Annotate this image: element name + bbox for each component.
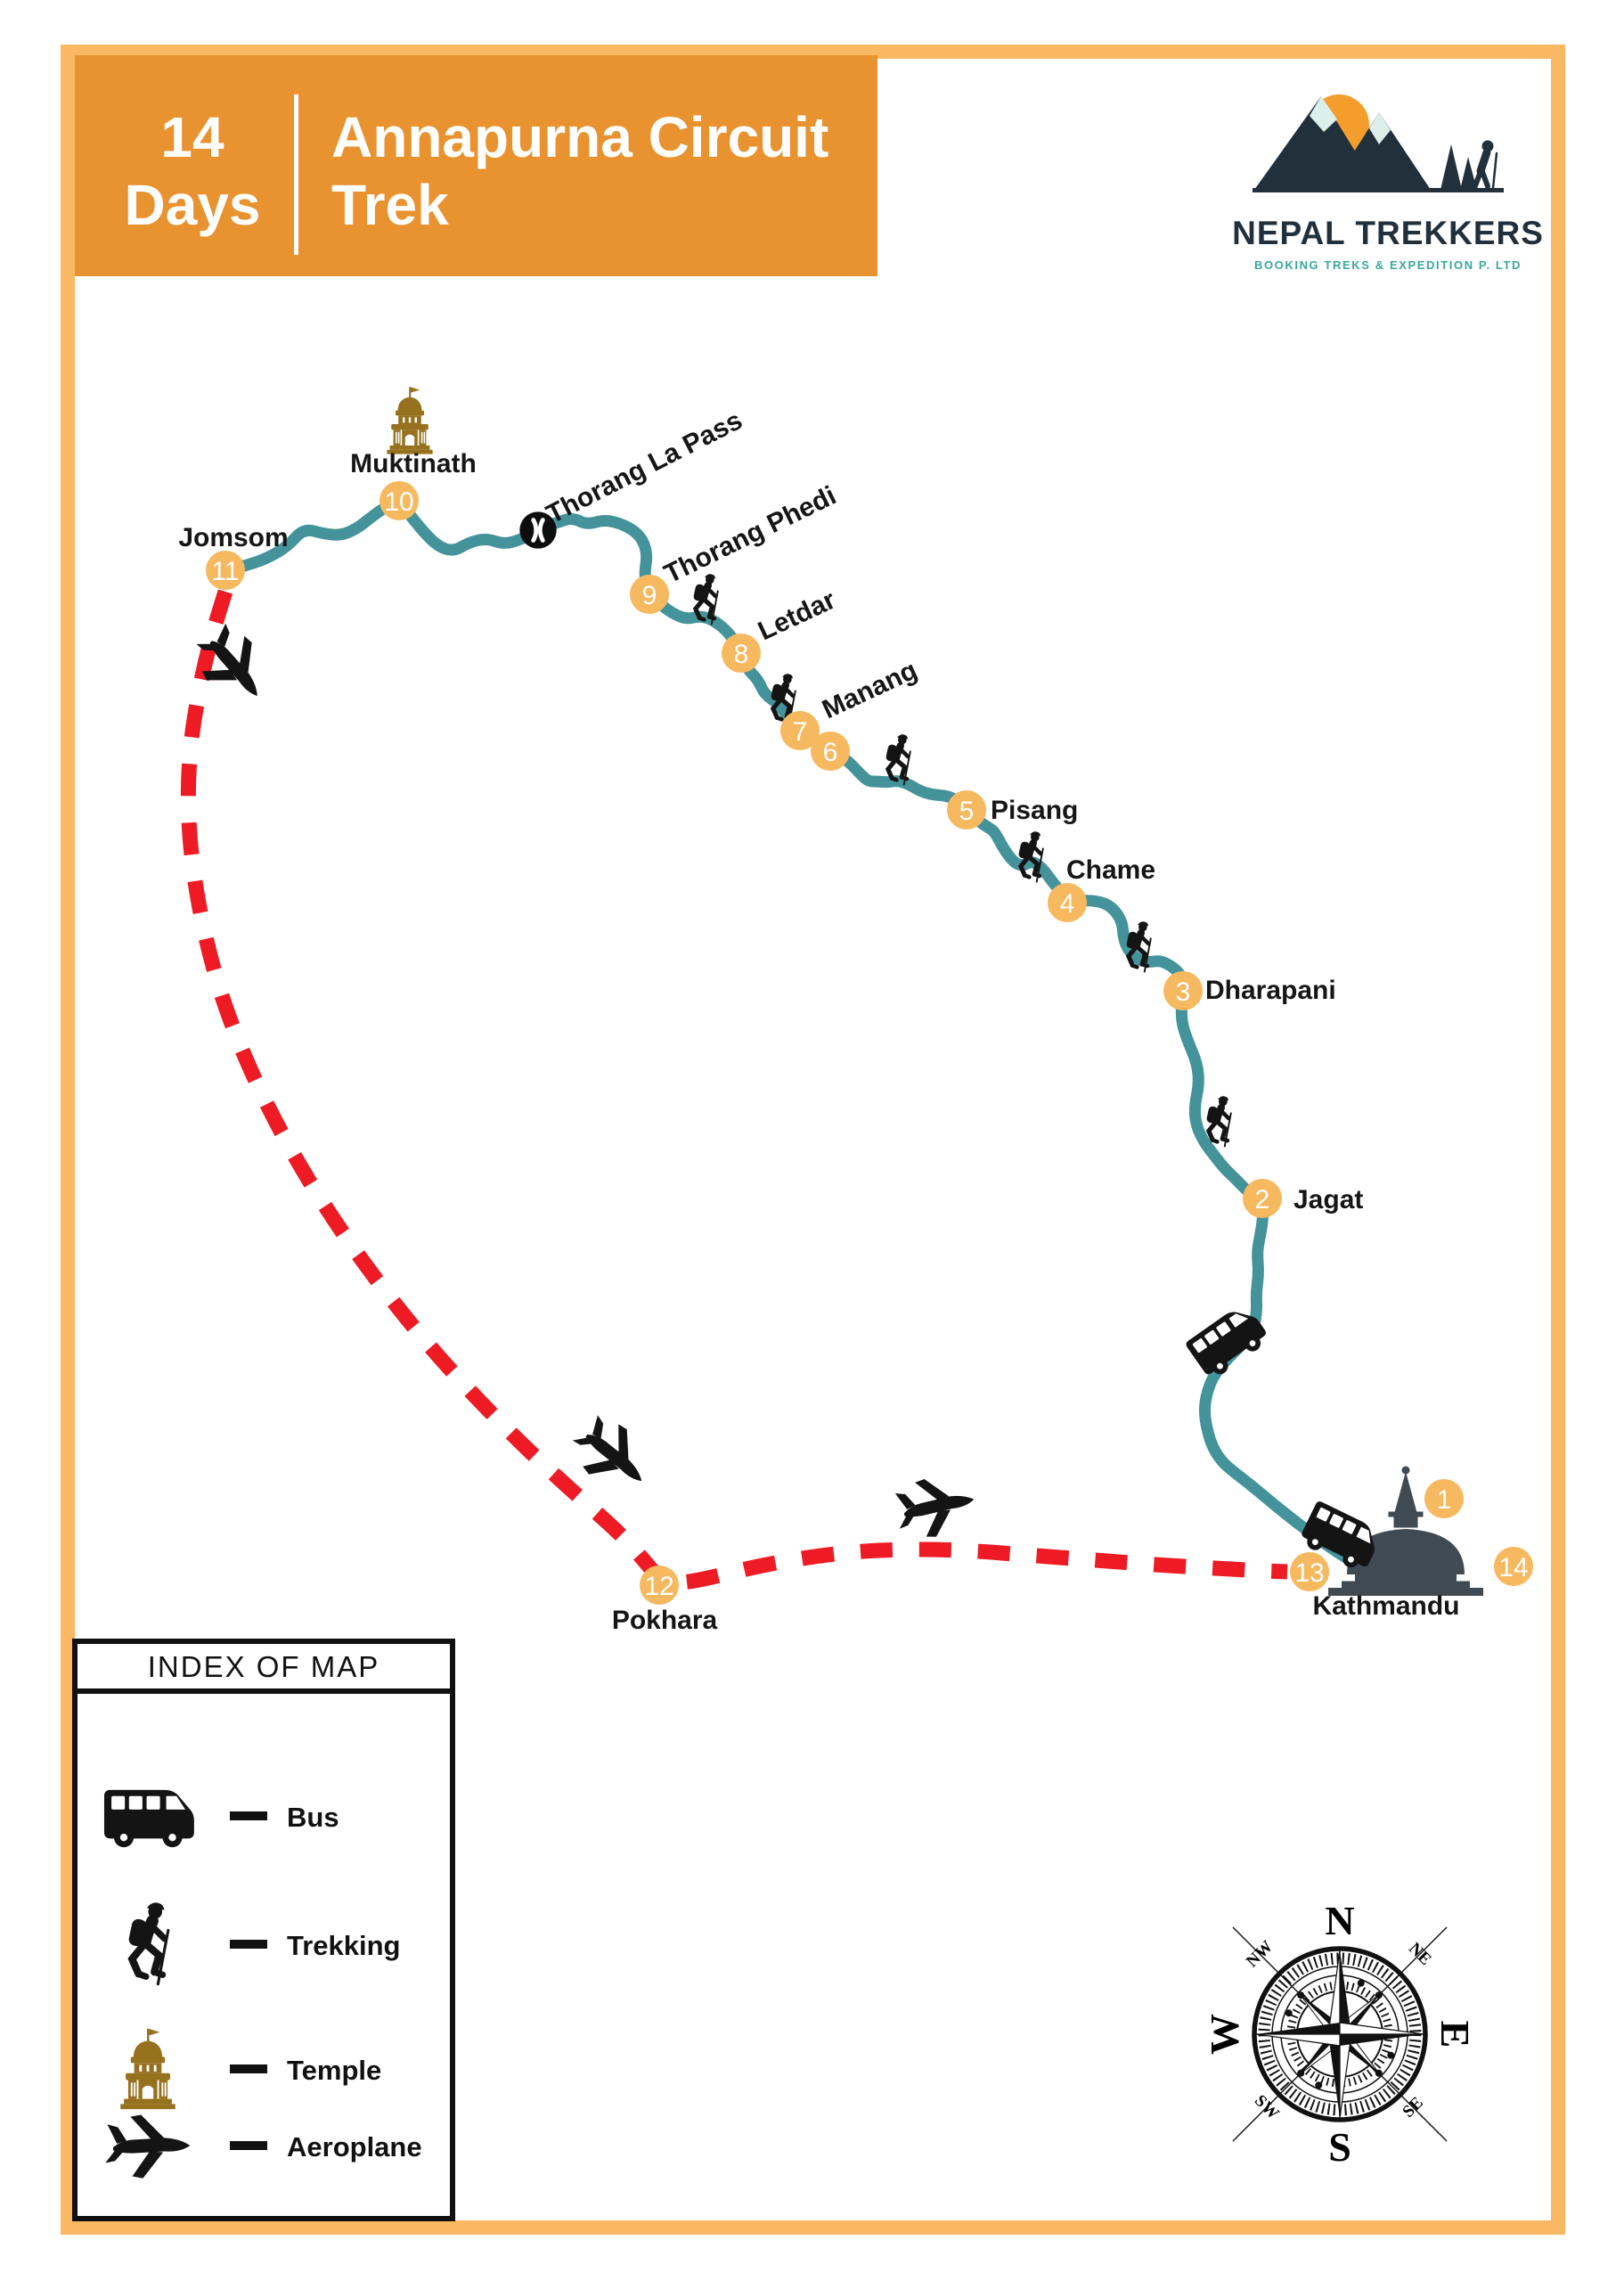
waypoint-circle bbox=[379, 481, 419, 520]
waypoint-marker-9: 9 bbox=[630, 575, 669, 614]
compass-star bbox=[1255, 1950, 1424, 2119]
waypoint-marker-11: 11 bbox=[206, 551, 245, 590]
waypoint-circle bbox=[630, 575, 669, 614]
place-label-jomsom: Jomsom bbox=[178, 523, 288, 552]
waypoint-marker-5: 5 bbox=[947, 790, 986, 830]
waypoint-number: 13 bbox=[1294, 1558, 1324, 1588]
legend-label-aeroplane: Aeroplane bbox=[287, 2131, 422, 2162]
waypoint-number: 4 bbox=[1060, 889, 1075, 919]
waypoint-marker-6: 6 bbox=[811, 732, 850, 771]
waypoint-circle bbox=[780, 711, 820, 750]
waypoint-marker-13: 13 bbox=[1290, 1552, 1329, 1591]
waypoint-marker-1: 1 bbox=[1424, 1479, 1464, 1518]
compass-n: N bbox=[1325, 1898, 1354, 1943]
waypoint-marker-7: 7 bbox=[780, 711, 820, 750]
legend-label-trekking: Trekking bbox=[287, 1930, 401, 1961]
legend-dash bbox=[230, 2141, 267, 2150]
logo-mountains-icon bbox=[1253, 94, 1504, 192]
legend-dash bbox=[230, 1811, 267, 1820]
waypoint-marker-4: 4 bbox=[1048, 883, 1087, 922]
waypoint-marker-12: 12 bbox=[640, 1566, 679, 1605]
waypoint-marker-2: 2 bbox=[1243, 1179, 1282, 1218]
waypoint-number: 7 bbox=[793, 717, 808, 747]
waypoint-number: 5 bbox=[959, 797, 975, 826]
waypoint-number: 14 bbox=[1498, 1553, 1528, 1582]
trekker-icon bbox=[1018, 831, 1043, 881]
aeroplane-icon bbox=[892, 1471, 980, 1543]
waypoint-number: 11 bbox=[211, 557, 239, 586]
waypoint-number: 10 bbox=[384, 487, 413, 517]
waypoint-number: 3 bbox=[1176, 977, 1191, 1007]
flight-route-dashed-line bbox=[180, 589, 1288, 1590]
header-title-line1: Annapurna Circuit bbox=[331, 105, 828, 169]
waypoint-number: 6 bbox=[823, 738, 838, 767]
compass-e: E bbox=[1432, 2021, 1478, 2048]
place-label-dharapani: Dharapani bbox=[1205, 976, 1336, 1005]
waypoint-number: 9 bbox=[642, 581, 657, 610]
header-days-label: Days bbox=[125, 173, 261, 237]
logo-tagline: BOOKING TREKS & EXPEDITION P. LTD bbox=[1254, 258, 1522, 272]
place-label-muktinath: Muktinath bbox=[350, 449, 477, 478]
place-label-chame: Chame bbox=[1066, 855, 1155, 885]
legend-label-temple: Temple bbox=[287, 2055, 381, 2086]
waypoint-circle bbox=[1494, 1547, 1533, 1586]
legend-label-bus: Bus bbox=[287, 1802, 339, 1833]
header-title-line2: Trek bbox=[331, 173, 449, 237]
waypoint-marker-3: 3 bbox=[1163, 971, 1203, 1010]
trek-route-line bbox=[219, 497, 1364, 1571]
waypoint-circle bbox=[811, 732, 850, 771]
header-days-value: 14 bbox=[160, 105, 224, 169]
legend-dash bbox=[230, 1940, 267, 1949]
waypoint-circle bbox=[947, 790, 986, 830]
waypoint-circle bbox=[1243, 1179, 1282, 1218]
waypoint-circle bbox=[640, 1566, 679, 1605]
place-label-thorang-la-pass: Thorang La Pass bbox=[542, 405, 747, 529]
legend-row-temple: Temple bbox=[120, 2028, 381, 2110]
waypoint-marker-14: 14 bbox=[1494, 1547, 1533, 1586]
waypoint-number: 8 bbox=[734, 640, 749, 669]
compass-w: W bbox=[1202, 2014, 1247, 2055]
waypoint-circle bbox=[722, 634, 761, 673]
place-label-manang: Manang bbox=[818, 656, 922, 725]
temple-icon bbox=[387, 387, 433, 454]
legend-dash bbox=[230, 2064, 267, 2073]
waypoint-circle bbox=[1048, 883, 1087, 922]
place-label-pokhara: Pokhara bbox=[612, 1606, 718, 1635]
waypoint-circle bbox=[1424, 1479, 1464, 1518]
place-label-kathmandu: Kathmandu bbox=[1313, 1591, 1460, 1621]
logo-name: NEPAL TREKKERS bbox=[1232, 215, 1544, 251]
legend: INDEX OF MAP Bus Trekking Temple Aeropla… bbox=[72, 1639, 455, 2221]
waypoint-number: 1 bbox=[1437, 1485, 1452, 1515]
header: 14 Days Annapurna Circuit Trek bbox=[75, 55, 877, 276]
waypoint-number: 2 bbox=[1255, 1185, 1270, 1214]
legend-row-trekking: Trekking bbox=[127, 1902, 401, 1983]
logo: NEPAL TREKKERS BOOKING TREKS & EXPEDITIO… bbox=[1232, 94, 1544, 272]
place-label-pisang: Pisang bbox=[991, 796, 1078, 825]
header-band bbox=[75, 55, 877, 276]
place-label-letdar: Letdar bbox=[754, 585, 840, 647]
waypoint-marker-10: 10 bbox=[379, 481, 419, 520]
place-label-jagat: Jagat bbox=[1293, 1185, 1363, 1214]
header-divider bbox=[294, 94, 298, 255]
legend-title: INDEX OF MAP bbox=[148, 1650, 380, 1683]
legend-row-bus: Bus bbox=[103, 1789, 339, 1848]
compass-s: S bbox=[1328, 2124, 1351, 2170]
legend-row-aeroplane: Aeroplane bbox=[105, 2114, 422, 2179]
page-frame bbox=[61, 45, 1565, 2235]
compass-rose: N S E W NE NW SE SW bbox=[1202, 1898, 1478, 2170]
waypoint-marker-8: 8 bbox=[722, 634, 761, 673]
waypoint-number: 12 bbox=[644, 1572, 673, 1601]
place-label-thorang-phedi: Thorang Phedi bbox=[660, 481, 841, 590]
trekker-icon bbox=[1206, 1096, 1231, 1146]
waypoint-circle bbox=[1163, 971, 1203, 1010]
waypoint-circle bbox=[1290, 1552, 1329, 1591]
waypoint-circle bbox=[206, 551, 245, 590]
